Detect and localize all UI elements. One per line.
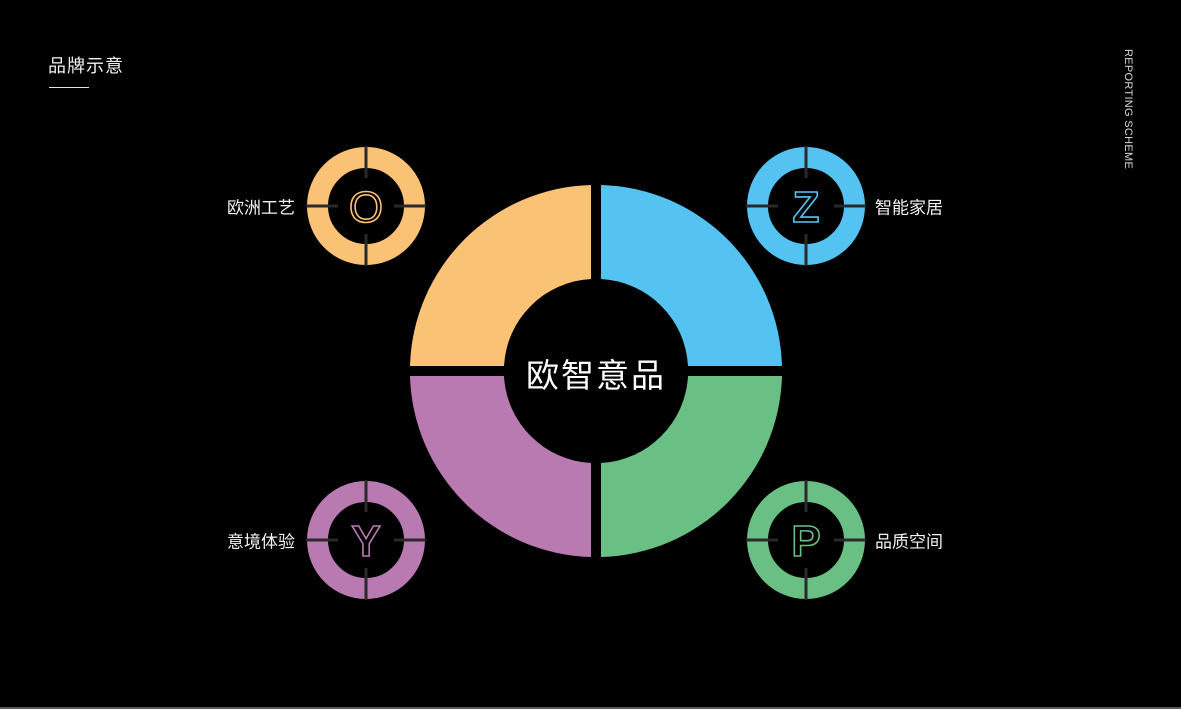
page-title: 品牌示意: [48, 56, 124, 77]
pillar-label-quality-space: 品质空间: [875, 532, 943, 553]
quadrant-top-right: [601, 185, 782, 366]
letter-z-icon: Z: [793, 183, 820, 232]
pillar-label-smart-home: 智能家居: [875, 198, 943, 219]
pillar-ring-z: Z: [746, 146, 866, 266]
letter-p-icon: P: [791, 517, 820, 566]
quadrant-top-left: [410, 185, 591, 366]
quadrant-bottom-left: [410, 376, 591, 557]
bottom-border: [0, 707, 1181, 709]
pillar-ring-y: Y: [306, 480, 426, 600]
letter-o-icon: O: [349, 183, 383, 232]
pillar-ring-p: P: [746, 480, 866, 600]
side-caption: REPORTING SCHEME: [1122, 49, 1134, 170]
center-brand-label: 欧智意品: [526, 356, 666, 395]
quadrant-bottom-right: [601, 376, 782, 557]
pillar-label-ambience-experience: 意境体验: [227, 532, 295, 553]
pillar-ring-o: O: [306, 146, 426, 266]
letter-y-icon: Y: [351, 517, 380, 566]
pillar-label-european-craft: 欧洲工艺: [227, 198, 295, 219]
main-donut: [410, 185, 782, 557]
title-underline: [49, 87, 89, 88]
